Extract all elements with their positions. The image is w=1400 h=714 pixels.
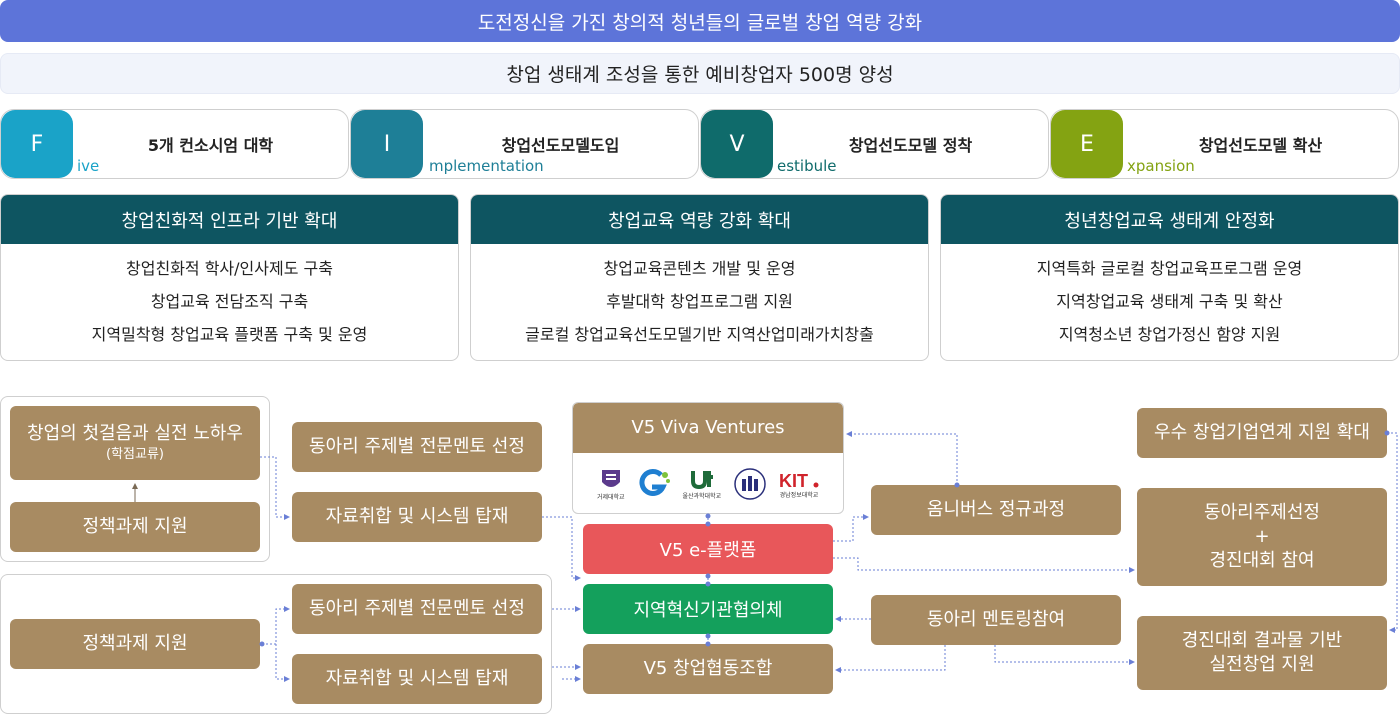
- logo-caption: 울산과학대학교: [682, 492, 722, 500]
- first-steps-label: 창업의 첫걸음과 실전 노하우: [27, 423, 243, 445]
- pillar-item: 지역밀착형 창업교육 플랫폼 구축 및 운영: [91, 325, 368, 344]
- mentor-select-label: 동아리 주제별 전문멘토 선정: [309, 597, 525, 619]
- club-topic-line1: 동아리주제선정: [1204, 501, 1320, 523]
- five-card-f: F 5개 컨소시엄 대학 ive: [0, 109, 349, 179]
- viva-ventures-card: V5 Viva Ventures 거제대학교 울산과학대학교 KIT 경남정보대…: [572, 402, 844, 514]
- excellent-startup-box: 우수 창업기업연계 지원 확대: [1137, 408, 1387, 458]
- five-card-e: E 창업선도모델 확산 xpansion: [1050, 109, 1399, 179]
- svg-text:KIT: KIT: [779, 471, 808, 490]
- five-letter-badge: I: [351, 110, 423, 178]
- pillar-item: 지역창업교육 생태계 구축 및 확산: [1056, 292, 1283, 311]
- university-logos: 거제대학교 울산과학대학교 KIT 경남정보대학교: [573, 453, 843, 513]
- geoje-university-logo: 거제대학교: [597, 468, 625, 501]
- club-mentoring-label: 동아리 멘토링참여: [926, 608, 1066, 630]
- ulsan-college-logo: 울산과학대학교: [682, 469, 721, 500]
- material-upload-label: 자료취합 및 시스템 탑재: [325, 505, 509, 527]
- goal-banner: 창업 생태계 조성을 통한 예비창업자 500명 양성: [0, 53, 1400, 94]
- omnibus-course-box: 옴니버스 정규과정: [871, 485, 1121, 535]
- e-platform-box: V5 e-플랫폼: [583, 524, 833, 574]
- startup-coop-box: V5 창업협동조합: [583, 644, 833, 694]
- regional-council-box: 지역혁신기관협의체: [583, 584, 833, 634]
- pillar-title: 창업친화적 인프라 기반 확대: [1, 195, 458, 244]
- material-upload-top: 자료취합 및 시스템 탑재: [292, 492, 542, 542]
- pillar-title: 청년창업교육 생태계 안정화: [941, 195, 1398, 244]
- pillar-ecosystem: 청년창업교육 생태계 안정화 지역특화 글로컬 창업교육프로그램 운영 지역창업…: [940, 194, 1399, 361]
- kit-logo: KIT 경남정보대학교: [779, 470, 819, 499]
- pillar-title: 창업교육 역량 강화 확대: [471, 195, 928, 244]
- first-steps-sub: (학점교류): [106, 447, 164, 463]
- mentor-select-bottom: 동아리 주제별 전문멘토 선정: [292, 584, 542, 634]
- club-mentoring-box: 동아리 멘토링참여: [871, 595, 1121, 645]
- club-topic-line2: 경진대회 참여: [1209, 550, 1315, 572]
- logo-caption: 경남정보대학교: [779, 491, 819, 499]
- pillar-item: 창업친화적 학사/인사제도 구축: [126, 259, 333, 278]
- first-steps-box: 창업의 첫걸음과 실전 노하우 (학점교류): [10, 406, 260, 480]
- mentor-select-top: 동아리 주제별 전문멘토 선정: [292, 422, 542, 472]
- pillar-item: 창업교육 전담조직 구축: [150, 292, 309, 311]
- mentor-select-label: 동아리 주제별 전문멘토 선정: [309, 435, 525, 457]
- five-card-subword: ive: [77, 157, 100, 175]
- masan-university-logo: [733, 467, 767, 501]
- five-card-v: V 창업선도모델 정착 estibule: [700, 109, 1049, 179]
- five-card-subword: estibule: [777, 157, 837, 175]
- five-card-title: 창업선도모델도입: [501, 136, 620, 155]
- five-card-title: 5개 컨소시엄 대학: [147, 136, 274, 155]
- pillar-infra: 창업친화적 인프라 기반 확대 창업친화적 학사/인사제도 구축 창업교육 전담…: [0, 194, 459, 361]
- logo-caption: 거제대학교: [596, 493, 625, 501]
- g-emblem-logo: [637, 469, 671, 499]
- policy-support-bottom: 정책과제 지원: [10, 619, 260, 669]
- five-letter-badge: F: [1, 110, 73, 178]
- omnibus-course-label: 옴니버스 정규과정: [926, 498, 1066, 520]
- policy-support-label: 정책과제 지원: [82, 515, 188, 537]
- five-card-title: 창업선도모델 확산: [1198, 136, 1323, 155]
- five-letter-badge: V: [701, 110, 773, 178]
- pillar-item: 창업교육콘텐츠 개발 및 운영: [603, 259, 796, 278]
- contest-result-line1: 경진대회 결과물 기반: [1181, 629, 1343, 651]
- policy-support-label: 정책과제 지원: [82, 632, 188, 654]
- five-card-i: I 창업선도모델도입 mplementation: [350, 109, 699, 179]
- viva-ventures-title: V5 Viva Ventures: [573, 403, 843, 453]
- club-topic-contest-box: 동아리주제선정 + 경진대회 참여: [1137, 488, 1387, 586]
- five-card-title: 창업선도모델 정착: [848, 136, 973, 155]
- startup-coop-label: V5 창업협동조합: [643, 657, 773, 679]
- club-topic-plus: +: [1254, 525, 1270, 547]
- policy-support-top: 정책과제 지원: [10, 502, 260, 552]
- vision-banner: 도전정신을 가진 창의적 청년들의 글로벌 창업 역량 강화: [0, 0, 1400, 42]
- pillar-item: 지역청소년 창업가정신 함양 지원: [1058, 325, 1281, 344]
- pillar-item: 글로컬 창업교육선도모델기반 지역산업미래가치창출: [525, 325, 874, 344]
- five-card-subword: mplementation: [429, 157, 544, 175]
- five-letter-badge: E: [1051, 110, 1123, 178]
- pillar-item: 지역특화 글로컬 창업교육프로그램 운영: [1036, 259, 1303, 278]
- contest-result-line2: 실전창업 지원: [1209, 654, 1315, 675]
- five-card-subword: xpansion: [1127, 157, 1195, 175]
- material-upload-bottom: 자료취합 및 시스템 탑재: [292, 654, 542, 704]
- contest-result-box: 경진대회 결과물 기반 실전창업 지원: [1137, 616, 1387, 690]
- pillar-item: 후발대학 창업프로그램 지원: [606, 292, 793, 311]
- material-upload-label: 자료취합 및 시스템 탑재: [325, 667, 509, 689]
- pillar-education: 창업교육 역량 강화 확대 창업교육콘텐츠 개발 및 운영 후발대학 창업프로그…: [470, 194, 929, 361]
- excellent-startup-label: 우수 창업기업연계 지원 확대: [1154, 421, 1370, 443]
